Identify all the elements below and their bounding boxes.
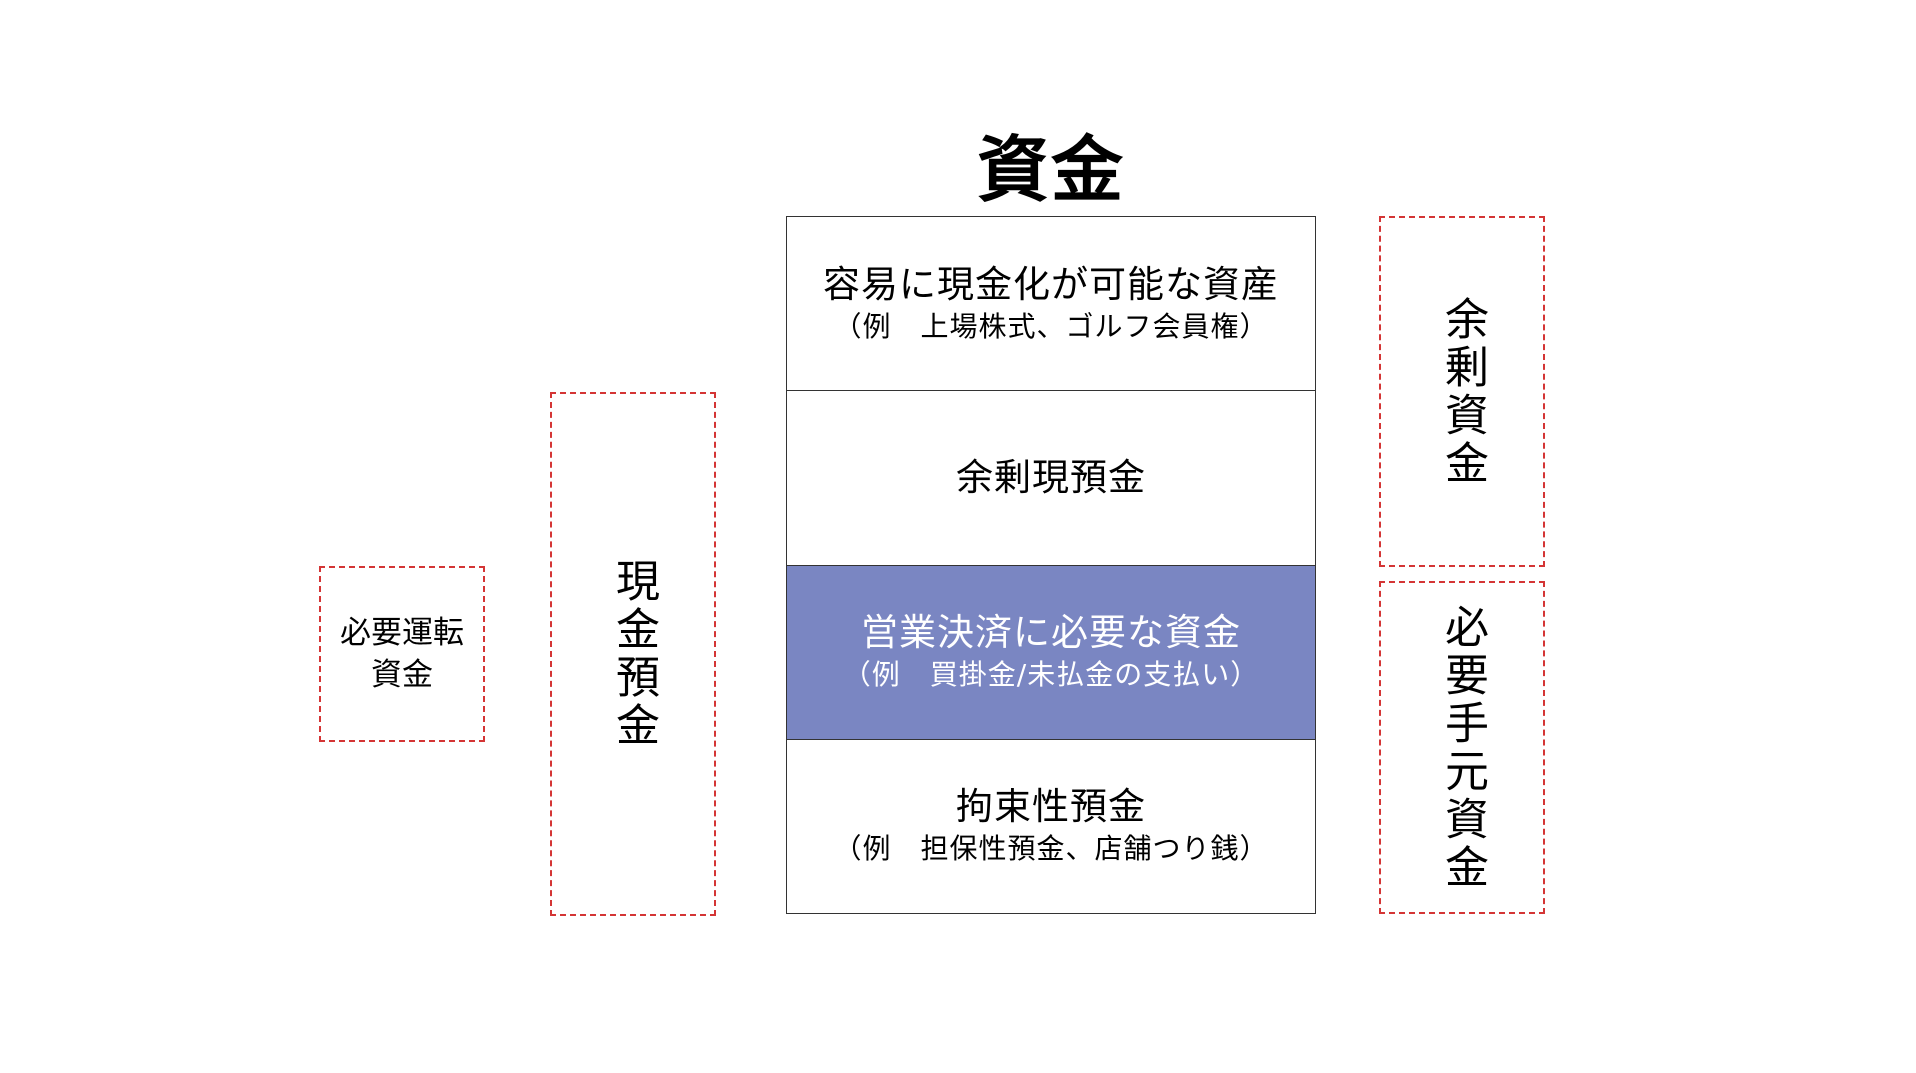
- funds-stack: 容易に現金化が可能な資産 （例 上場株式、ゴルフ会員権） 余剰現預金 営業決済に…: [786, 216, 1316, 914]
- segment-operating-funds: 営業決済に必要な資金 （例 買掛金/未払金の支払い）: [787, 565, 1315, 740]
- working-capital-label: 必要運転資金: [340, 615, 464, 693]
- segment-surplus-cash: 余剰現預金: [787, 391, 1315, 566]
- working-capital-box: 必要運転資金: [319, 566, 485, 742]
- segment-liquid-assets-example: （例 上場株式、ゴルフ会員権）: [833, 309, 1269, 343]
- segment-liquid-assets-title: 容易に現金化が可能な資産: [823, 262, 1279, 306]
- surplus-funds-label: 余剰資金: [1437, 295, 1488, 488]
- required-on-hand-box: 必要手元資金: [1379, 581, 1545, 914]
- segment-restricted-deposits: 拘束性預金 （例 担保性預金、店舗つり銭）: [787, 739, 1315, 913]
- segment-restricted-deposits-example: （例 担保性預金、店舗つり銭）: [833, 832, 1269, 866]
- diagram-title: 資金: [976, 128, 1125, 212]
- segment-operating-funds-example: （例 買掛金/未払金の支払い）: [842, 658, 1260, 692]
- surplus-funds-box: 余剰資金: [1379, 216, 1545, 567]
- cash-deposits-label: 現金預金: [608, 558, 659, 750]
- segment-liquid-assets: 容易に現金化が可能な資産 （例 上場株式、ゴルフ会員権）: [787, 217, 1315, 392]
- segment-surplus-cash-title: 余剰現預金: [956, 455, 1146, 499]
- segment-operating-funds-title: 営業決済に必要な資金: [861, 611, 1241, 655]
- segment-restricted-deposits-title: 拘束性預金: [956, 785, 1146, 829]
- cash-deposits-box: 現金預金: [550, 392, 716, 916]
- required-on-hand-label: 必要手元資金: [1437, 603, 1488, 892]
